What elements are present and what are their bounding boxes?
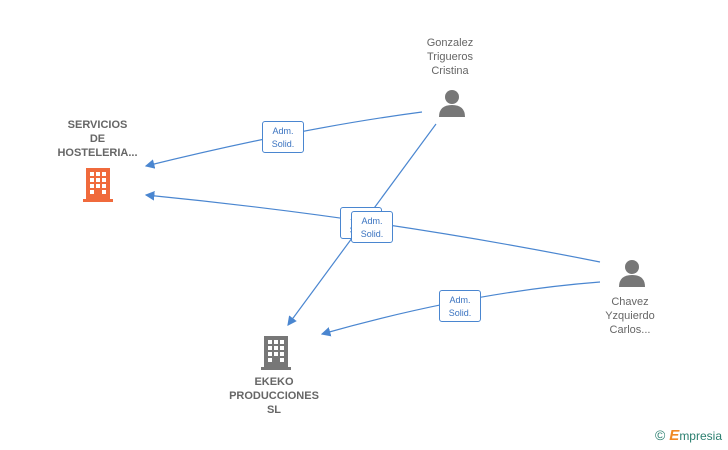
company-node-servicios-label[interactable]: SERVICIOS DE HOSTELERIA... bbox=[40, 118, 155, 160]
role-text: Solid. bbox=[448, 308, 472, 318]
person-name-line: Trigueros bbox=[426, 51, 474, 63]
empresia-logo: ©Empresia bbox=[655, 427, 722, 444]
company-node-ekeko-label[interactable]: EKEKO PRODUCCIONES SL bbox=[216, 375, 332, 417]
logo-letter: E bbox=[669, 427, 680, 444]
company-name-line: PRODUCCIONES bbox=[229, 390, 319, 402]
logo-text: mpresia bbox=[679, 429, 722, 443]
person-name-line: Gonzalez bbox=[426, 37, 474, 49]
company-name-line: SERVICIOS bbox=[67, 119, 128, 131]
person-name-line: Yzquierdo bbox=[605, 310, 655, 322]
person-node-gonzalez-label[interactable]: Gonzalez Trigueros Cristina bbox=[400, 36, 500, 78]
company-name-line: SL bbox=[266, 404, 282, 416]
edge-label-gonzalez-servicios[interactable]: Adm. Solid. bbox=[262, 121, 304, 153]
person-node-chavez-label[interactable]: Chavez Yzquierdo Carlos... bbox=[580, 295, 680, 337]
person-name-line: Carlos... bbox=[609, 324, 651, 336]
edge-label-chavez-ekeko[interactable]: Adm. Solid. bbox=[439, 290, 481, 322]
copyright-symbol: © bbox=[654, 427, 666, 443]
person-name-line: Chavez bbox=[611, 296, 649, 308]
company-name-line: EKEKO bbox=[254, 376, 294, 388]
person-name-line: Cristina bbox=[431, 65, 469, 77]
company-name-line: HOSTELERIA... bbox=[57, 147, 138, 159]
person-icon[interactable] bbox=[617, 258, 647, 288]
role-text: Adm. bbox=[272, 126, 294, 136]
role-text: Solid. bbox=[360, 229, 384, 239]
building-icon[interactable] bbox=[83, 166, 117, 202]
edge-label-chavez-servicios[interactable]: Adm. Solid. bbox=[351, 211, 393, 243]
company-name-line: DE bbox=[89, 133, 106, 145]
role-text: Adm. bbox=[449, 295, 471, 305]
building-icon[interactable] bbox=[261, 334, 295, 370]
person-icon[interactable] bbox=[437, 88, 467, 118]
role-text: Adm. bbox=[361, 216, 383, 226]
role-text: Solid. bbox=[271, 139, 295, 149]
